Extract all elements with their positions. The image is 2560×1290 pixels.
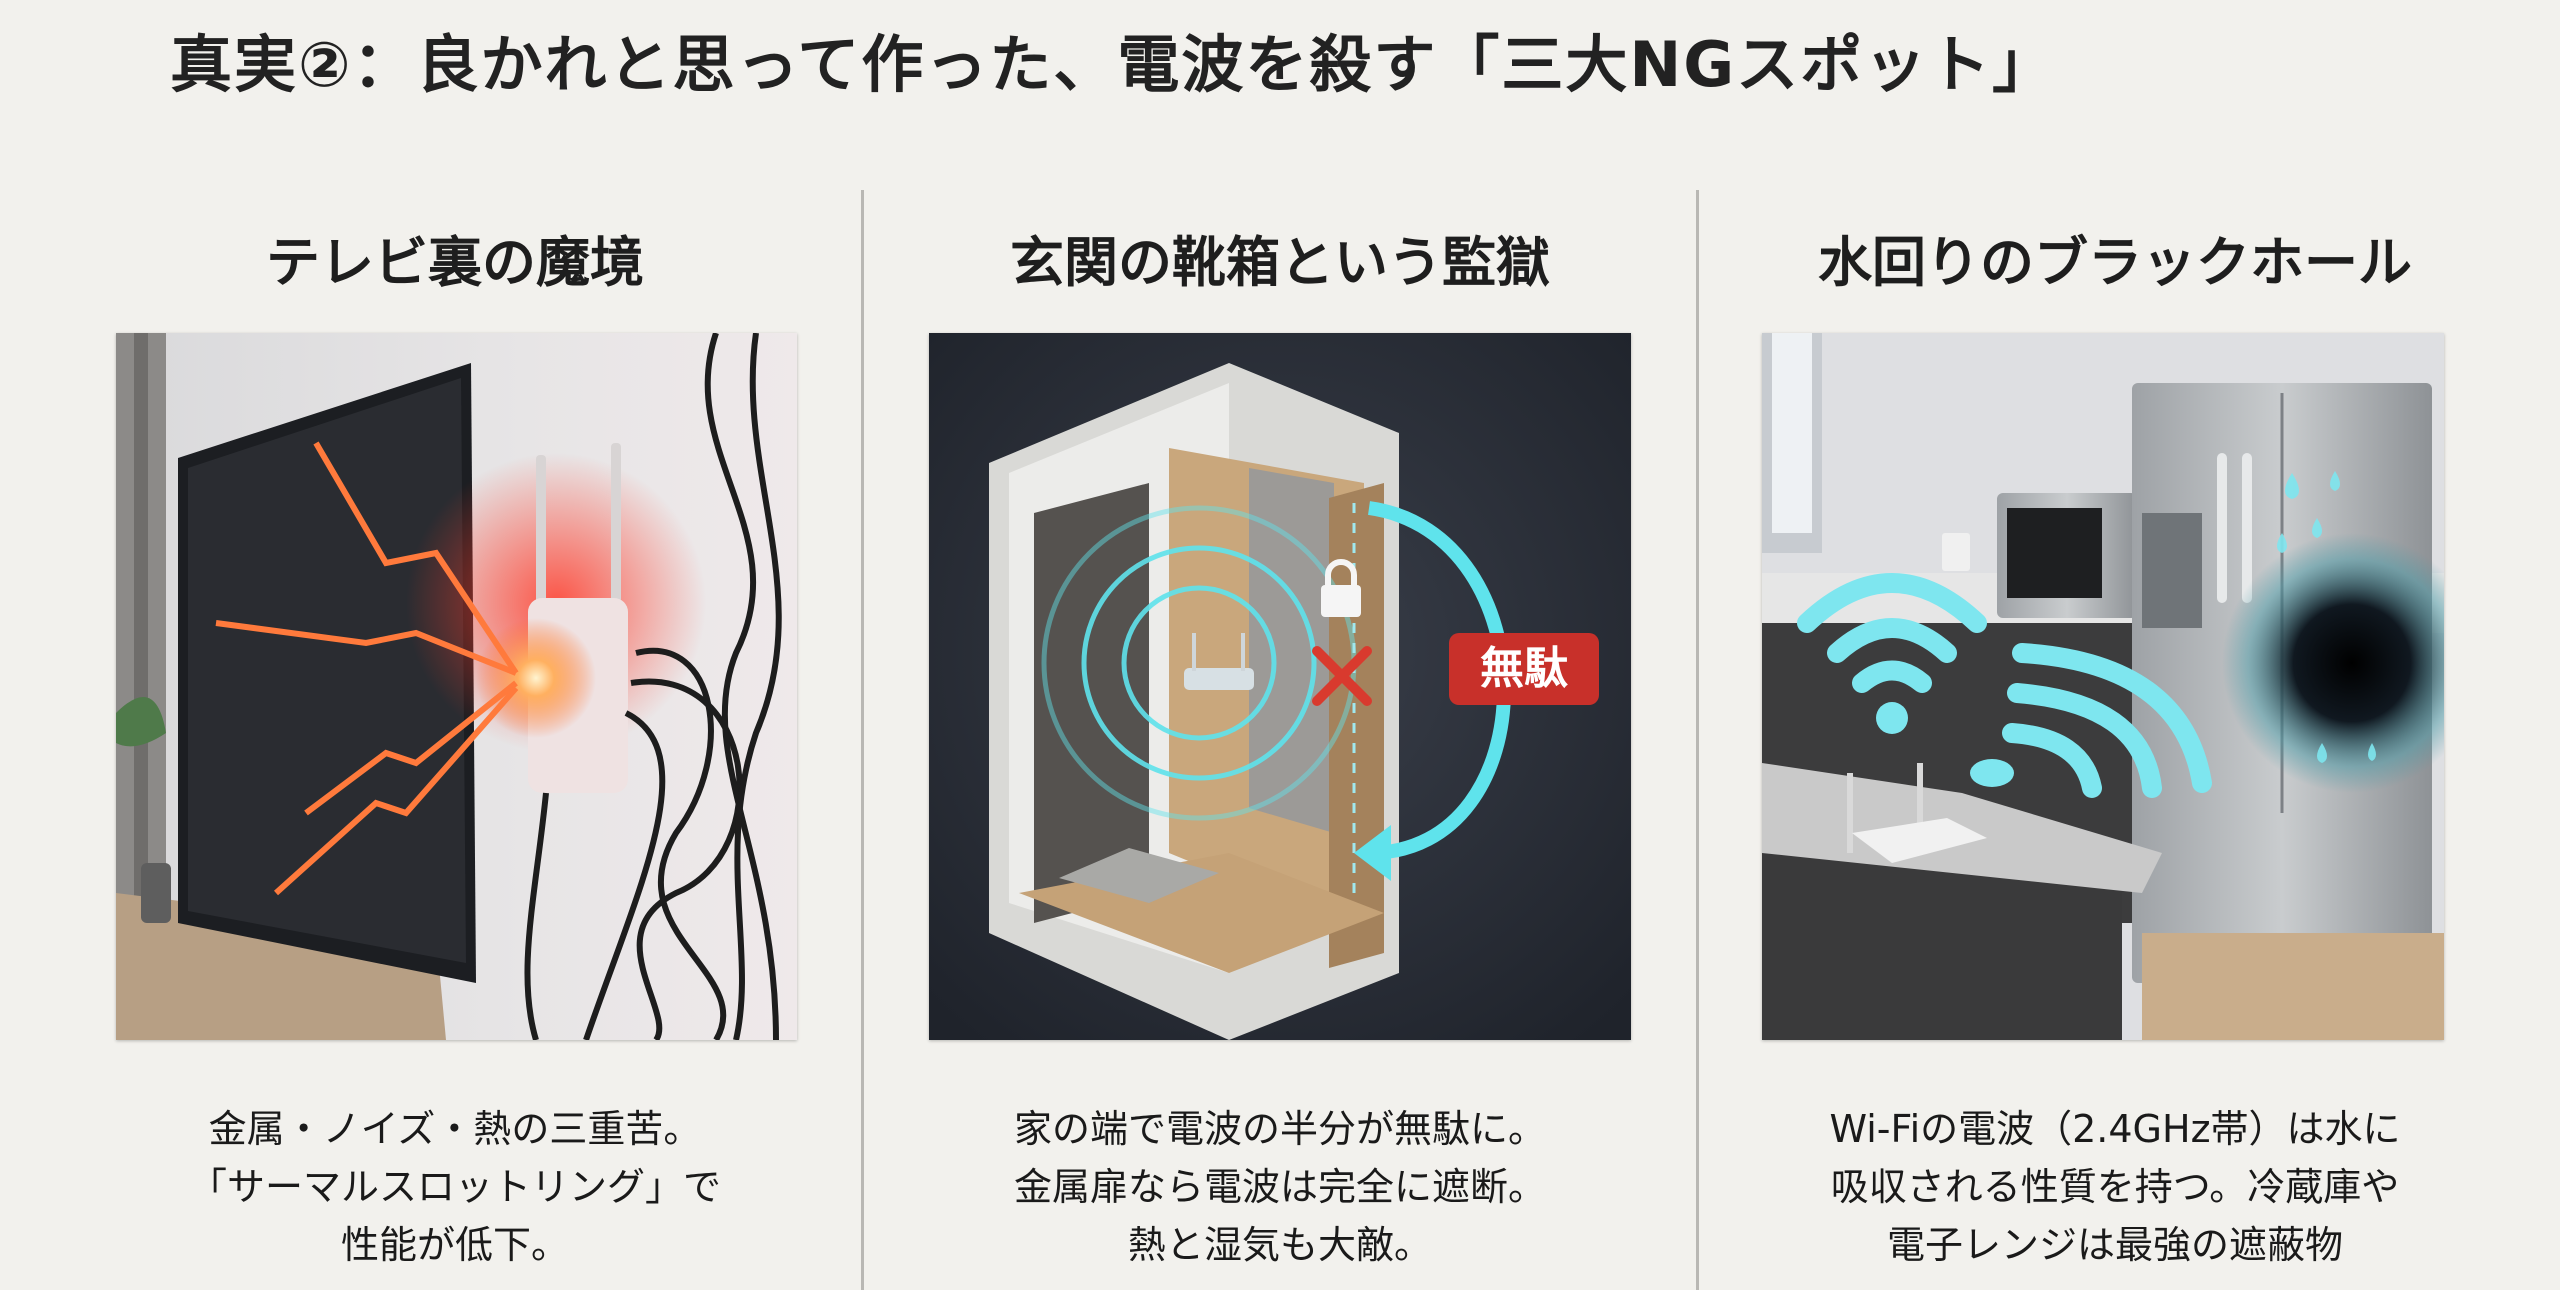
column-divider [861, 190, 864, 1290]
description-line: 家の端で電波の半分が無駄に。 [1013, 1107, 1546, 1151]
column-heading: 水回りのブラックホール [1818, 231, 2412, 294]
tv-back-illustration [116, 333, 797, 1040]
description-line: 金属・ノイズ・熱の三重苦。 [208, 1107, 702, 1151]
column-heading: テレビ裏の魔境 [266, 231, 644, 294]
description-line: 金属扉なら電波は完全に遮断。 [1013, 1165, 1546, 1209]
waste-badge: 無駄 [1480, 643, 1568, 694]
kitchen-illustration [1762, 333, 2444, 1040]
shoe-cabinet-illustration: 無駄 [929, 333, 1631, 1040]
description-line: 熱と湿気も大敵。 [1127, 1223, 1432, 1267]
description-line: 性能が低下。 [340, 1223, 569, 1267]
description-line: Wi-Fiの電波（2.4GHz帯）は水に [1829, 1107, 2401, 1151]
column-tv-back: テレビ裏の魔境 [30, 0, 880, 1290]
description-line: 電子レンジは最強の遮蔽物 [1886, 1223, 2343, 1267]
page-title: 真実②：良かれと思って作った、電波を殺す「三大NGスポット」 [170, 28, 2057, 101]
description-line: 吸収される性質を持つ。冷蔵庫や [1830, 1165, 2400, 1209]
column-description: 家の端で電波の半分が無駄に。 金属扉なら電波は完全に遮断。 熱と湿気も大敵。 [866, 1100, 1694, 1274]
description-line: 「サーマルスロットリング」で [188, 1165, 721, 1209]
column-heading: 玄関の靴箱という監獄 [1010, 231, 1550, 294]
column-description: 金属・ノイズ・熱の三重苦。 「サーマルスロットリング」で 性能が低下。 [30, 1100, 880, 1274]
column-description: Wi-Fiの電波（2.4GHz帯）は水に 吸収される性質を持つ。冷蔵庫や 電子レ… [1700, 1100, 2530, 1274]
column-shoe-cabinet: 玄関の靴箱という監獄 [866, 0, 1694, 1290]
column-water-area: 水回りのブラックホール [1700, 0, 2530, 1290]
column-divider [1696, 190, 1699, 1290]
